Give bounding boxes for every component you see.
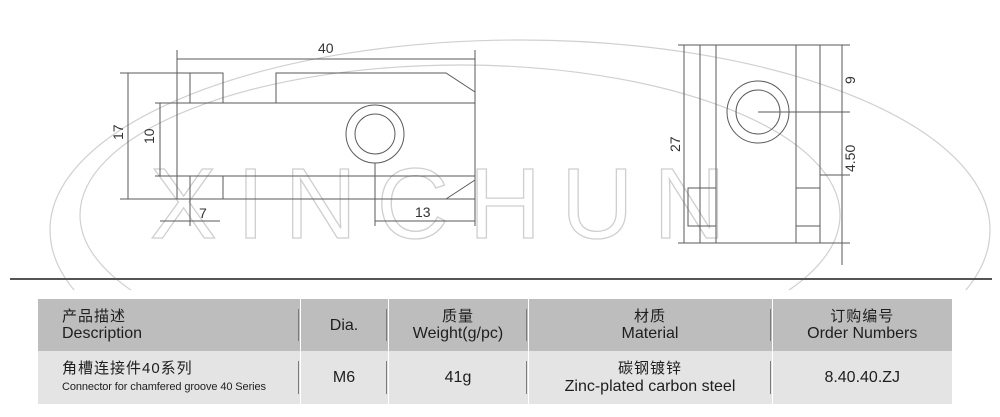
header-dia: Dia. — [298, 299, 388, 351]
header-material-zh: 材质 — [633, 308, 666, 325]
cell-material-zh: 碳钢镀锌 — [617, 359, 682, 377]
header-dia-label: Dia. — [329, 316, 359, 334]
header-weight-zh: 质量 — [441, 308, 474, 325]
watermark-swoosh-outer — [49, 39, 991, 290]
front-top-right-block — [275, 72, 476, 104]
side-view — [678, 44, 850, 265]
cell-description-zh: 角槽连接件40系列 — [62, 359, 193, 377]
header-description-zh: 产品描述 — [62, 308, 127, 325]
header-description-en: Description — [62, 325, 143, 342]
watermark-brand: XINCHUN — [150, 148, 746, 260]
cell-order-number: 8.40.40.ZJ — [824, 368, 901, 386]
dim-overall-height: 17 — [110, 124, 126, 140]
technical-drawing: XINCHUN 40 17 10 — [49, 39, 991, 290]
watermark-swoosh-inner — [79, 64, 841, 290]
dim-total-height: 27 — [667, 136, 683, 152]
dim-hole-to-step: 4.50 — [842, 145, 858, 172]
front-dimension-labels: 40 17 10 7 13 — [110, 40, 431, 221]
table-header-row: 产品描述 Description Dia. 质量 Weight(g/pc) 材质… — [38, 299, 952, 351]
dim-left-offset: 7 — [199, 205, 207, 221]
front-view — [120, 50, 476, 226]
cell-dia-value: M6 — [332, 368, 356, 386]
side-dimension-labels: 27 9 4.50 — [667, 76, 858, 172]
spec-table: 产品描述 Description Dia. 质量 Weight(g/pc) 材质… — [38, 299, 952, 404]
cell-description-en: Connector for chamfered groove 40 Series — [62, 380, 266, 393]
table-row: 角槽连接件40系列 Connector for chamfered groove… — [38, 351, 952, 404]
front-hole-inner — [354, 113, 396, 155]
cell-weight-value: 41g — [444, 368, 472, 386]
cell-dia: M6 — [298, 351, 388, 404]
header-weight-en: Weight(g/pc) — [412, 325, 504, 342]
dim-inner-height: 10 — [141, 128, 157, 144]
header-order-zh: 订购编号 — [830, 308, 895, 325]
header-description: 产品描述 Description — [38, 299, 300, 351]
header-weight: 质量 Weight(g/pc) — [386, 299, 528, 351]
side-bottom-left-tab — [687, 187, 717, 227]
dim-top-to-hole: 9 — [842, 76, 858, 84]
section-divider — [10, 278, 992, 280]
cell-order: 8.40.40.ZJ — [770, 351, 952, 404]
header-material: 材质 Material — [526, 299, 772, 351]
cell-weight: 41g — [386, 351, 528, 404]
dim-hole-offset: 13 — [415, 204, 431, 220]
side-bottom-right-tab — [795, 187, 821, 227]
watermark: XINCHUN — [49, 39, 991, 290]
front-top-left-block — [189, 72, 224, 104]
cell-material: 碳钢镀锌 Zinc-plated carbon steel — [526, 351, 772, 404]
header-order: 订购编号 Order Numbers — [770, 299, 952, 351]
header-material-en: Material — [621, 325, 679, 342]
dim-overall-length: 40 — [318, 40, 334, 56]
header-order-en: Order Numbers — [807, 325, 918, 342]
cell-material-en: Zinc-plated carbon steel — [564, 377, 736, 395]
cell-description: 角槽连接件40系列 Connector for chamfered groove… — [38, 351, 300, 404]
